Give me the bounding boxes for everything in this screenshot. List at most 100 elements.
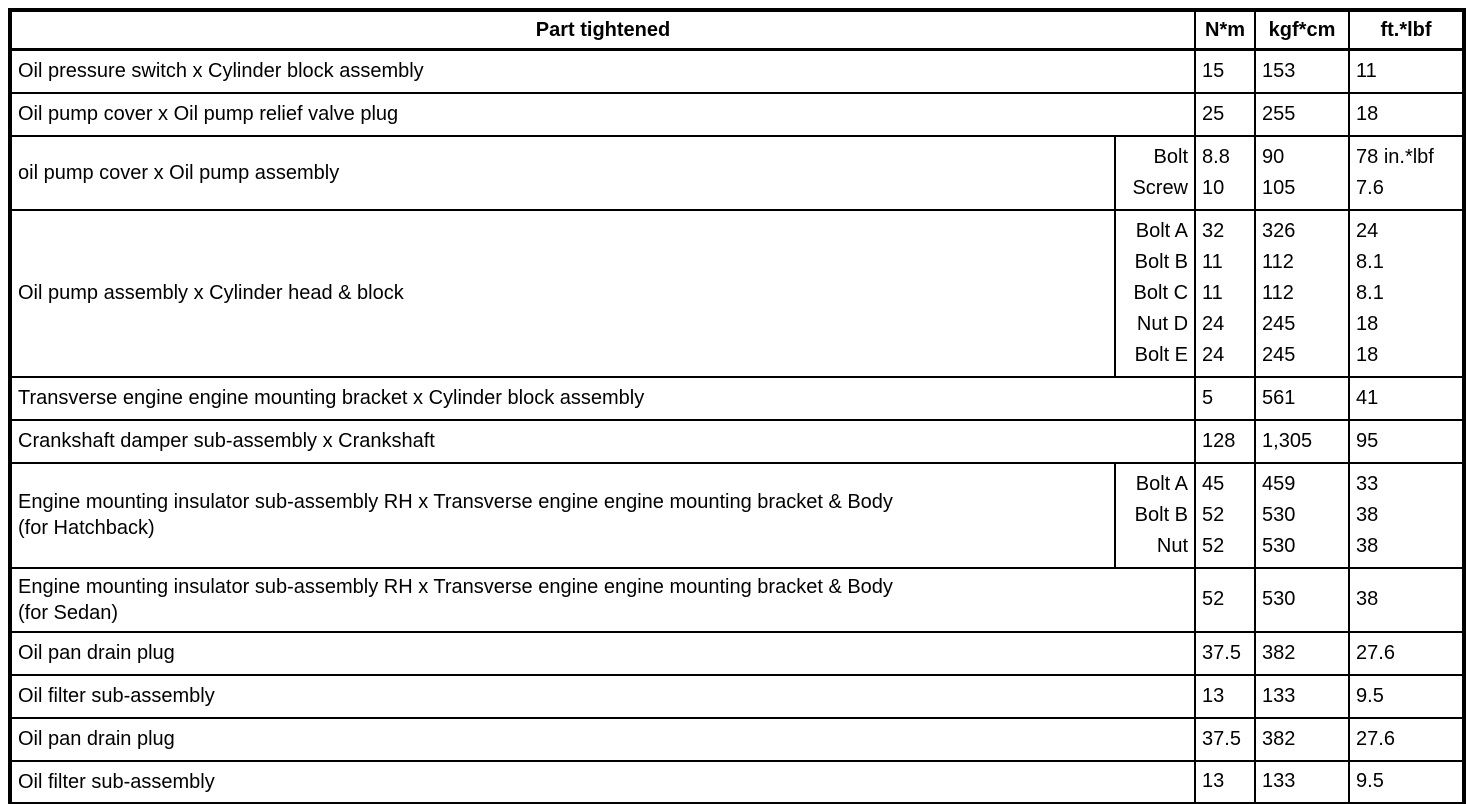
torque-value: 33 — [1356, 472, 1379, 495]
part-name-cell: Oil pan drain plug — [8, 630, 1197, 676]
torque-value: 24 — [1356, 219, 1379, 242]
value-cell-ftlbf: 27.6 — [1348, 630, 1466, 676]
table-row: Transverse engine engine mounting bracke… — [8, 375, 1466, 421]
torque-value: 13 — [1202, 770, 1225, 792]
value-cell-ftlbf: 41 — [1348, 375, 1466, 421]
header-unit-kgfcm: kgf*cm — [1254, 9, 1351, 51]
fastener-label: Screw — [1132, 176, 1189, 199]
torque-value: 128 — [1202, 429, 1236, 452]
torque-value: 8.8 — [1202, 145, 1230, 168]
torque-value: 255 — [1262, 102, 1296, 125]
torque-value: 530 — [1262, 534, 1296, 557]
torque-value: 45 — [1202, 472, 1225, 495]
value-cell-ftlbf: 9.5 — [1348, 759, 1466, 804]
torque-value: 382 — [1262, 727, 1296, 750]
torque-value: 52 — [1202, 534, 1225, 557]
header-unit-ftlbf: ft.*lbf — [1348, 9, 1466, 51]
torque-value: 326 — [1262, 219, 1296, 242]
torque-value: 561 — [1262, 386, 1296, 409]
part-name-cell: Engine mounting insulator sub-assembly R… — [9, 461, 1116, 569]
table-body: Oil pressure switch x Cylinder block ass… — [8, 48, 1466, 804]
torque-value: 25 — [1202, 102, 1225, 125]
part-name-cell: Crankshaft damper sub-assembly x Cranksh… — [8, 418, 1197, 464]
value-cell-kgf: 459 530 530 — [1254, 461, 1351, 569]
torque-value: 18 — [1356, 343, 1379, 366]
torque-value: 37.5 — [1202, 727, 1241, 750]
value-cell-kgf: 255 — [1254, 91, 1351, 137]
torque-value: 133 — [1262, 684, 1296, 707]
fastener-label: Bolt C — [1133, 281, 1189, 304]
torque-value: 52 — [1202, 503, 1225, 526]
torque-value: 112 — [1262, 281, 1294, 304]
header-part-tightened: Part tightened — [8, 9, 1197, 51]
fastener-label: Nut — [1156, 534, 1189, 557]
torque-value: 530 — [1262, 503, 1296, 526]
value-cell-kgf: 530 — [1254, 566, 1351, 633]
part-name-cell: oil pump cover x Oil pump assembly — [9, 134, 1116, 211]
torque-value: 530 — [1262, 588, 1296, 610]
value-cell-ftlbf: 9.5 — [1348, 673, 1466, 719]
value-cell-nm: 13 — [1194, 673, 1257, 719]
torque-value: 459 — [1262, 472, 1296, 495]
torque-value: 27.6 — [1356, 727, 1395, 750]
value-cell-nm: 128 — [1194, 418, 1257, 464]
value-cell-nm: 13 — [1194, 759, 1257, 804]
torque-value: 11 — [1202, 250, 1223, 273]
value-cell-nm: 45 52 52 — [1194, 461, 1257, 569]
value-cell-ftlbf: 18 — [1348, 91, 1466, 137]
torque-value: 95 — [1356, 429, 1379, 452]
torque-value: 41 — [1356, 386, 1379, 409]
torque-value: 18 — [1356, 102, 1379, 125]
torque-value: 7.6 — [1356, 176, 1384, 199]
torque-value: 38 — [1356, 534, 1379, 557]
torque-value: 13 — [1202, 684, 1225, 707]
fastener-label: Bolt E — [1134, 343, 1189, 366]
torque-value: 52 — [1202, 588, 1225, 610]
torque-value: 105 — [1262, 176, 1296, 199]
torque-value: 382 — [1262, 641, 1296, 664]
torque-value: 15 — [1202, 59, 1225, 82]
table-row: Oil pump cover x Oil pump relief valve p… — [8, 91, 1466, 137]
table-row: Engine mounting insulator sub-assembly R… — [9, 461, 1466, 569]
value-cell-kgf: 1,305 — [1254, 418, 1351, 464]
value-cell-kgf: 561 — [1254, 375, 1351, 421]
value-cell-ftlbf: 38 — [1348, 566, 1466, 633]
torque-value: 90 — [1262, 145, 1285, 168]
torque-spec-table: Part tightened N*m kgf*cm ft.*lbf Oil pr… — [8, 8, 1467, 804]
part-name-cell: Oil pump assembly x Cylinder head & bloc… — [9, 208, 1116, 378]
part-name-cell: Oil pump cover x Oil pump relief valve p… — [8, 91, 1197, 137]
value-cell-kgf: 382 — [1254, 630, 1351, 676]
torque-value: 8.1 — [1356, 281, 1384, 304]
torque-value: 24 — [1202, 343, 1225, 366]
fastener-label: Bolt — [1153, 145, 1189, 168]
value-cell-nm: 37.5 — [1194, 630, 1257, 676]
torque-value: 11 — [1356, 59, 1377, 82]
fastener-label: Bolt A — [1135, 219, 1189, 242]
part-name-cell: Oil pressure switch x Cylinder block ass… — [8, 48, 1197, 94]
part-name-cell: Oil filter sub-assembly — [8, 759, 1197, 804]
value-cell-ftlbf: 27.6 — [1348, 716, 1466, 762]
torque-value: 1,305 — [1262, 429, 1313, 452]
torque-value: 78 in.*lbf — [1356, 145, 1434, 168]
value-cell-nm: 25 — [1194, 91, 1257, 137]
fastener-label: Nut D — [1136, 312, 1189, 335]
torque-value: 133 — [1262, 770, 1296, 792]
torque-value: 18 — [1356, 312, 1379, 335]
torque-value: 24 — [1202, 312, 1225, 335]
value-cell-nm: 52 — [1194, 566, 1257, 633]
table-row: Oil pressure switch x Cylinder block ass… — [8, 48, 1466, 94]
torque-value: 11 — [1202, 281, 1223, 304]
value-cell-nm: 37.5 — [1194, 716, 1257, 762]
value-cell-nm: 15 — [1194, 48, 1257, 94]
